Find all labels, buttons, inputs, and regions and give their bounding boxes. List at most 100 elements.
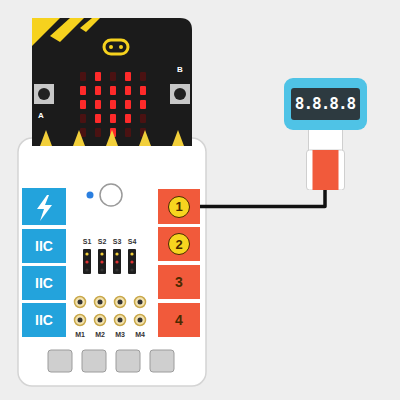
display-module: 8.8.8.8 — [284, 78, 367, 190]
pin — [85, 260, 88, 263]
terminal-hole — [98, 300, 103, 305]
pin — [115, 260, 118, 263]
led — [80, 72, 86, 81]
port-number: 4 — [175, 313, 183, 327]
io-port: 3 — [158, 265, 200, 299]
led — [140, 100, 146, 109]
pin — [85, 268, 88, 271]
led — [95, 86, 101, 95]
module-body — [284, 78, 367, 130]
led — [125, 114, 131, 123]
motor-terminals — [75, 297, 146, 326]
led — [110, 72, 116, 81]
microbit-board — [32, 18, 192, 146]
port-label: IIC — [35, 239, 53, 253]
led — [95, 128, 101, 137]
terminal-hole — [118, 300, 123, 305]
pin — [130, 260, 133, 263]
terminal-hole — [98, 318, 103, 323]
port-number: 2 — [168, 233, 190, 255]
pin — [115, 268, 118, 271]
terminal-hole — [78, 300, 83, 305]
header-pins — [98, 249, 106, 274]
io-port: 4 — [158, 303, 200, 337]
button-a-cap — [38, 88, 50, 100]
segment-digits: 8.8.8.8 — [295, 96, 355, 112]
port-number: 3 — [175, 275, 183, 289]
motor-label: M3 — [115, 331, 125, 338]
io-port: 1 — [158, 189, 200, 224]
lightning-icon — [37, 195, 52, 221]
button-label: B — [177, 66, 183, 74]
servo-label: S4 — [128, 238, 137, 245]
pin — [100, 260, 103, 263]
header-pins — [113, 249, 121, 274]
header-pins — [128, 249, 136, 274]
connector-socket — [150, 350, 174, 372]
servo-label: S1 — [83, 238, 92, 245]
led — [110, 86, 116, 95]
terminal-ring — [115, 315, 126, 326]
pin — [100, 252, 103, 255]
reset-button — [100, 184, 122, 206]
terminal-ring — [95, 315, 106, 326]
servo-headers — [83, 249, 136, 274]
yellow-stripe — [80, 18, 100, 32]
connector-socket — [82, 350, 106, 372]
terminal-ring — [115, 297, 126, 308]
port-number: 1 — [168, 196, 190, 218]
led — [95, 114, 101, 123]
expansion-board — [18, 138, 206, 386]
led — [110, 100, 116, 109]
terminal-hole — [118, 318, 123, 323]
terminal-ring — [95, 297, 106, 308]
led — [80, 86, 86, 95]
led — [80, 114, 86, 123]
motor-label: M4 — [135, 331, 145, 338]
edge-pads — [40, 130, 184, 146]
terminal-hole — [78, 318, 83, 323]
connector-socket — [116, 350, 140, 372]
logo-dot — [109, 45, 113, 49]
connector-housing — [306, 150, 344, 190]
motor-label: M2 — [95, 331, 105, 338]
logo-dot — [119, 45, 123, 49]
port-label: IIC — [35, 313, 53, 327]
iic-port: IIC — [22, 266, 66, 300]
io-port: 2 — [158, 227, 200, 261]
pin — [85, 252, 88, 255]
button-b — [170, 84, 190, 104]
led — [95, 100, 101, 109]
led — [110, 114, 116, 123]
iic-port: IIC — [22, 303, 66, 337]
servo-label: S3 — [113, 238, 122, 245]
led — [125, 86, 131, 95]
led — [140, 86, 146, 95]
led — [80, 100, 86, 109]
servo-label: S2 — [98, 238, 107, 245]
connector-plug — [312, 150, 338, 190]
pin — [115, 252, 118, 255]
bottom-connectors — [48, 350, 174, 372]
button-b-cap — [174, 88, 186, 100]
terminal-ring — [75, 297, 86, 308]
yellow-stripe — [50, 18, 84, 42]
led-matrix — [80, 72, 146, 137]
status-led — [87, 192, 94, 199]
button-a — [34, 84, 54, 104]
edge-pad — [139, 130, 151, 146]
led — [125, 128, 131, 137]
port-label: IIC — [35, 276, 53, 290]
led — [125, 100, 131, 109]
led — [140, 114, 146, 123]
power-port — [22, 188, 66, 225]
iic-port: IIC — [22, 229, 66, 263]
led — [125, 72, 131, 81]
connector-socket — [48, 350, 72, 372]
led — [140, 72, 146, 81]
edge-pad — [40, 130, 52, 146]
pin — [130, 268, 133, 271]
pin — [130, 252, 133, 255]
